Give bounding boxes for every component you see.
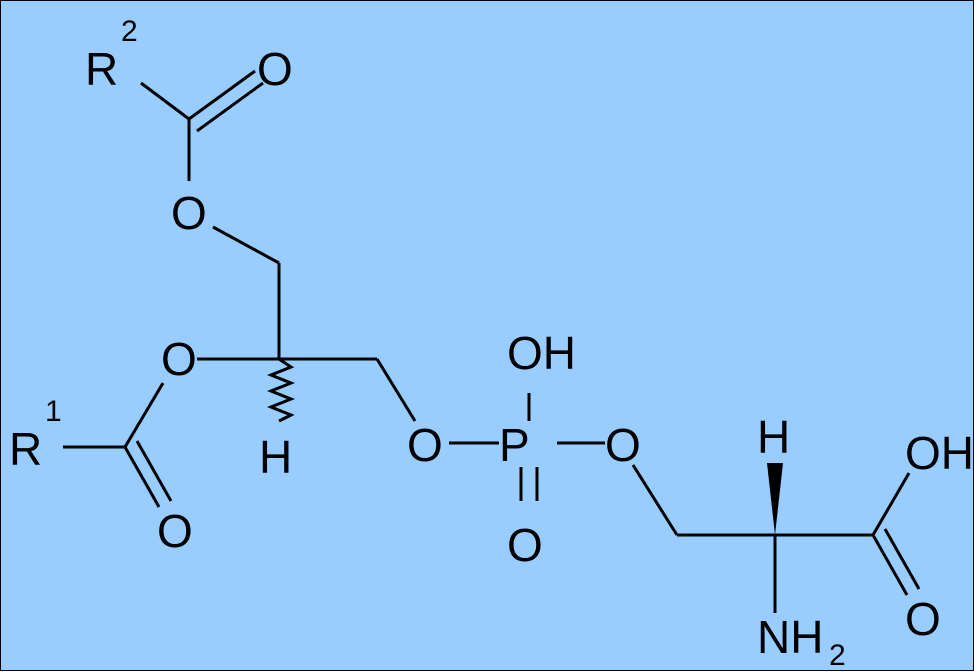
label-o-phosphate-double: O <box>507 519 543 571</box>
bond-carbonyl-left-double-a <box>123 446 161 508</box>
label-o-ester-top: O <box>171 187 207 239</box>
label-r1: R <box>9 423 42 475</box>
label-nh2: NH <box>757 611 823 663</box>
label-r2: R <box>85 43 118 95</box>
wedge-bond-serine-h <box>767 463 783 535</box>
atom-labels: R 2 O O R 1 O O H O P OH O O H OH O NH 2 <box>9 15 974 672</box>
bond-ester-ch2-top <box>212 225 280 265</box>
label-h-serine: H <box>757 411 790 463</box>
label-o-carbonyl-left: O <box>157 505 193 557</box>
bond-carboxyl-o-double-a <box>871 534 909 596</box>
bond-carbonyl-left-double-b <box>135 440 173 502</box>
label-nh2-subscript: 2 <box>829 639 846 672</box>
label-o-carbonyl-top: O <box>257 43 293 95</box>
label-o-acid-double: O <box>905 593 941 645</box>
label-r1-superscript: 1 <box>45 395 62 428</box>
label-r2-superscript: 2 <box>121 15 138 48</box>
bond-carboxyl-o-double-b <box>883 528 921 590</box>
bond-carboxyl-oh <box>871 472 911 536</box>
label-h-glycerol: H <box>259 431 292 483</box>
label-oh-phosphate: OH <box>507 327 576 379</box>
label-o-phosphate-right: O <box>605 419 641 471</box>
label-p-atom: P <box>499 419 530 471</box>
bond-r2-carbonyl <box>140 81 190 121</box>
label-oh-acid: OH <box>905 427 974 479</box>
bond-ch2-ophosphate <box>375 358 417 422</box>
bonds <box>63 69 921 613</box>
bond-o-ch2-serine <box>631 464 679 536</box>
bond-ester-mid-carbonyl <box>123 382 165 448</box>
label-o-ester-mid: O <box>161 333 197 385</box>
bond-carbonyl-top-double-b <box>196 81 264 133</box>
wavy-bond-glycerol-h <box>266 357 296 423</box>
bond-carbonyl-top-double-a <box>188 69 256 121</box>
label-o-phosphate-left: O <box>407 419 443 471</box>
